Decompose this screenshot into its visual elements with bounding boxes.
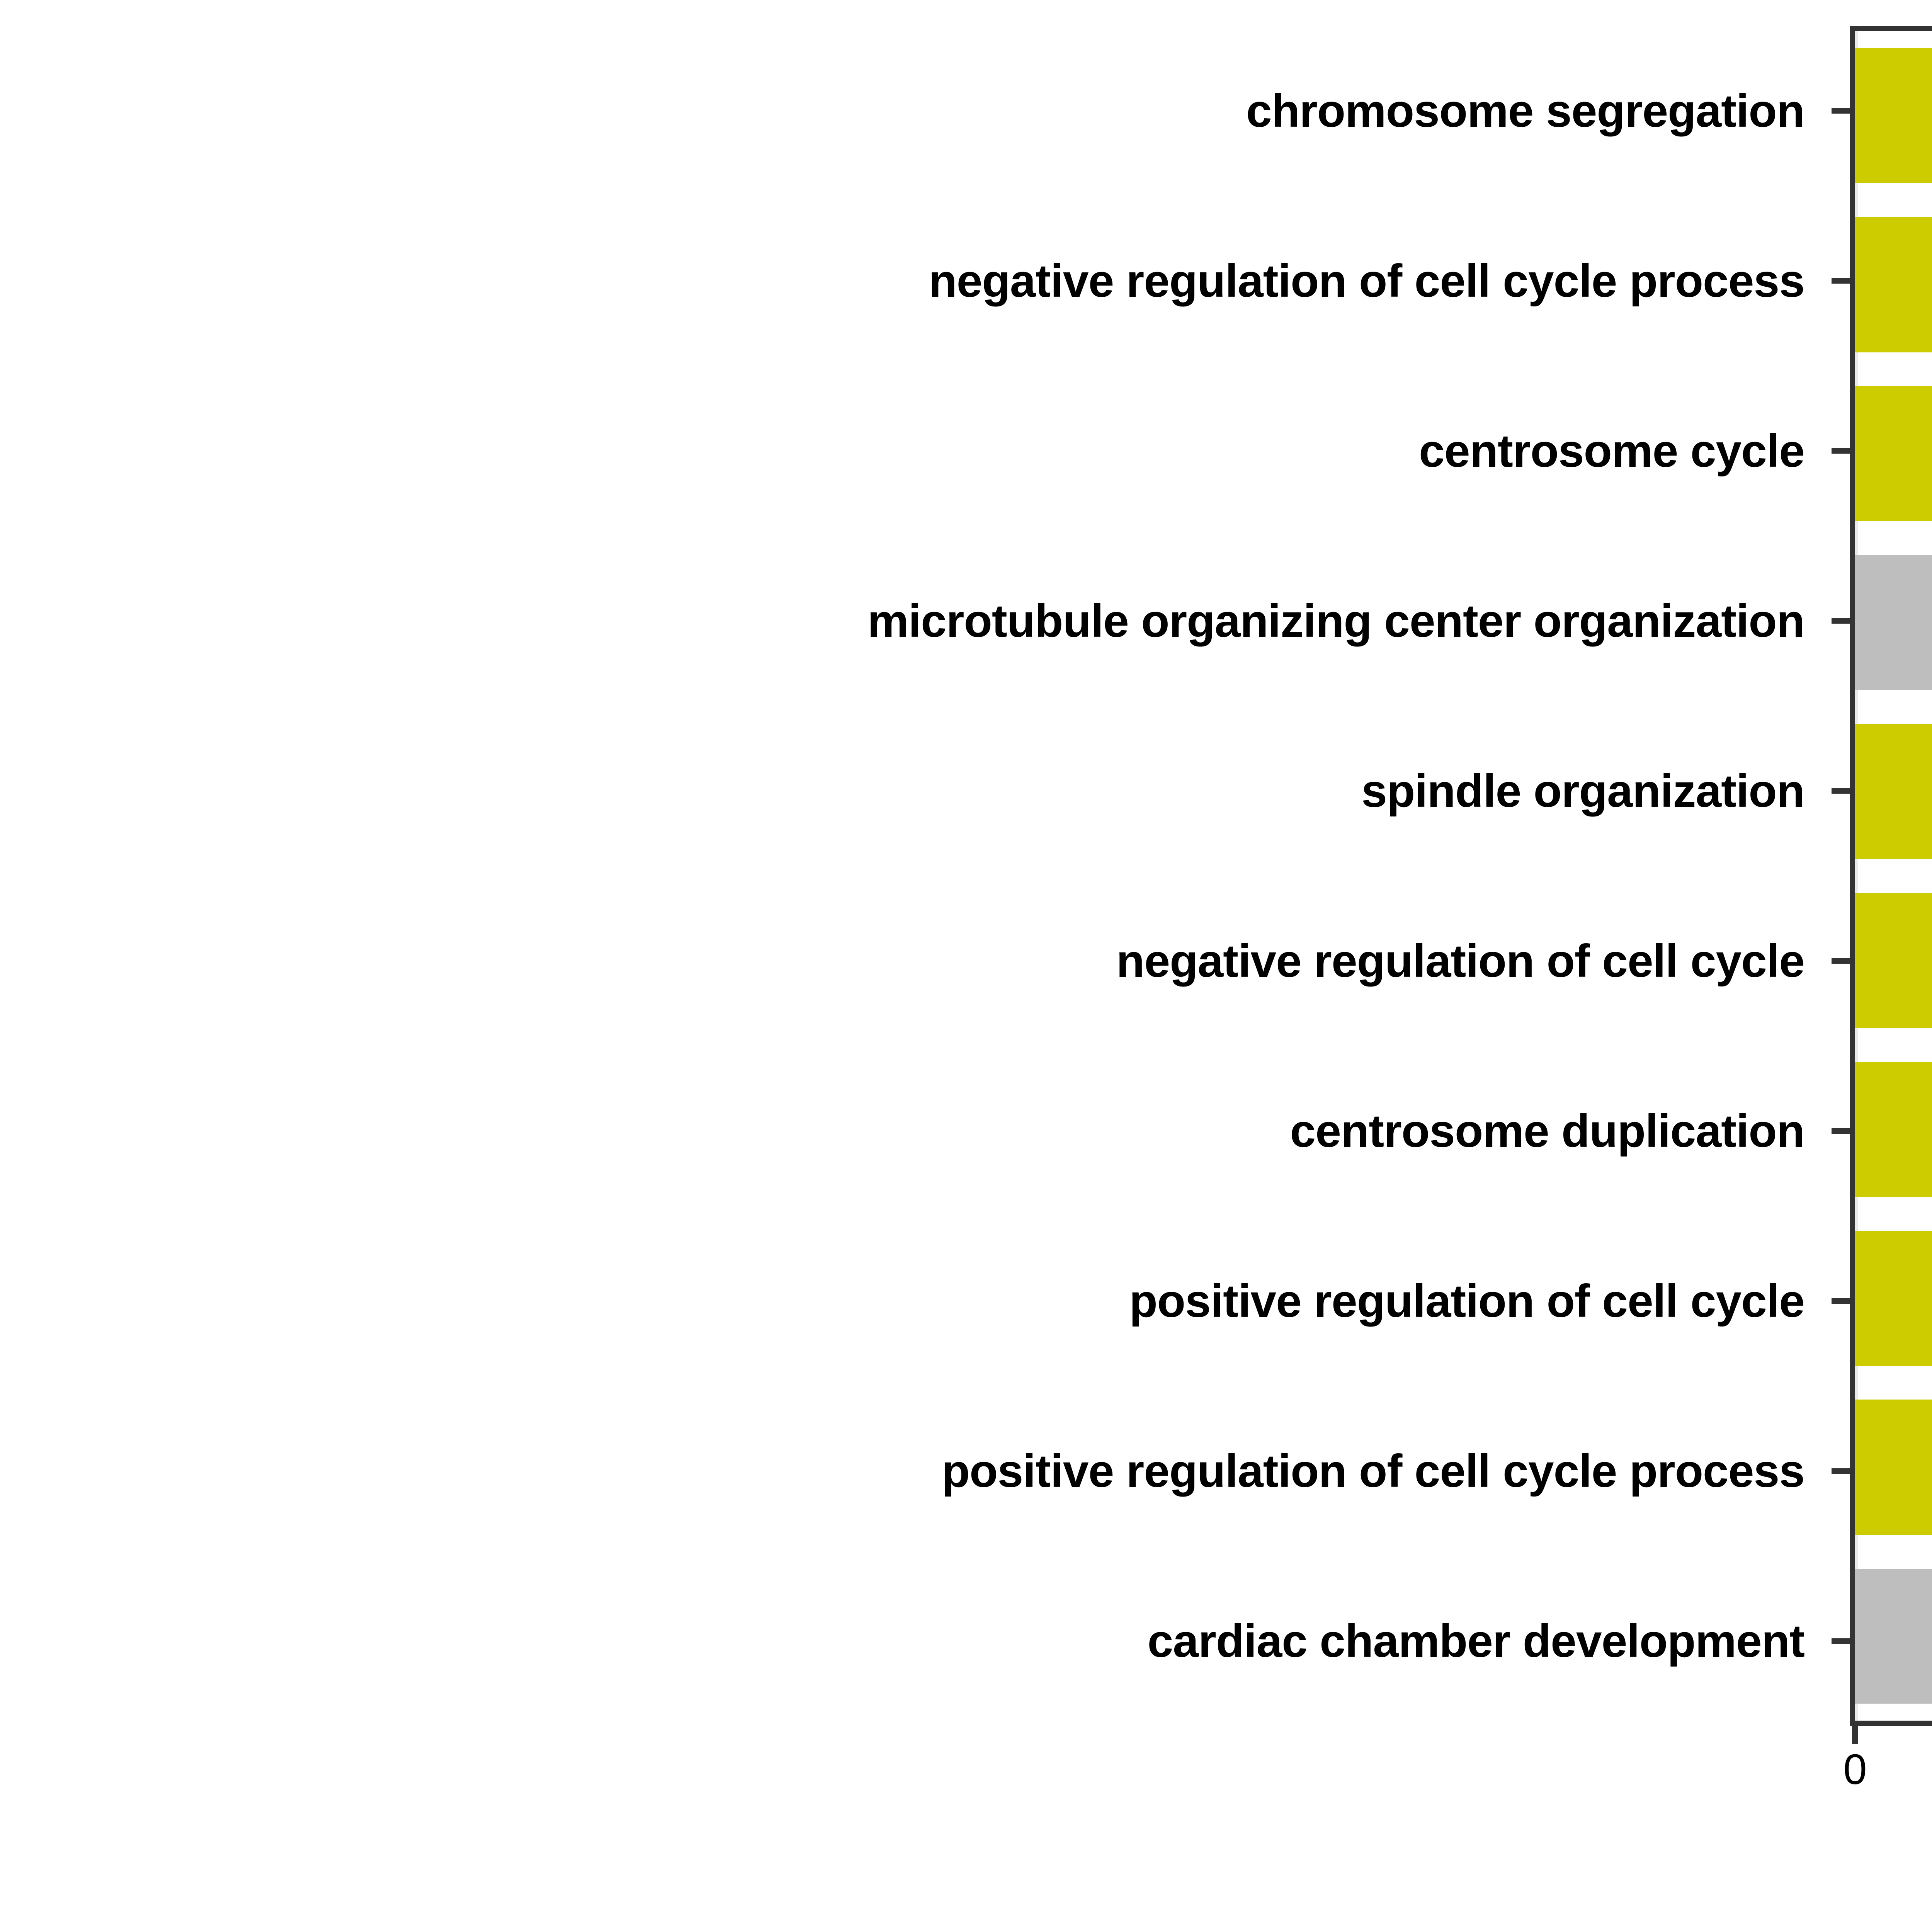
y-axis-tick-label: chromosome segregation: [0, 26, 1816, 196]
bar: [1855, 1061, 1932, 1197]
bar: [1855, 217, 1932, 352]
y-axis-tick-label: positive regulation of cell cycle proces…: [0, 1386, 1816, 1556]
x-axis-tick-marks: [1850, 1726, 1932, 1744]
y-axis-tick-slot: [1832, 706, 1850, 876]
y-axis-tick-mark: [1832, 1468, 1850, 1474]
y-axis-tick-label: centrosome cycle: [0, 366, 1816, 536]
y-axis-tick-label: centrosome duplication: [0, 1046, 1816, 1216]
y-axis-tick-label-text: negative regulation of cell cycle proces…: [929, 255, 1805, 307]
y-axis-tick-slot: [1832, 196, 1850, 366]
y-axis-tick-slot: [1832, 1386, 1850, 1556]
y-axis-tick-slot: [1832, 1216, 1850, 1386]
plot-panel: [1850, 26, 1932, 1726]
y-axis-tick-label-text: microtubule organizing center organizati…: [867, 595, 1805, 647]
x-axis-tick-labels: 01020: [1843, 1748, 1932, 1806]
bar: [1855, 48, 1932, 184]
x-axis-tick-label: 0: [1843, 1746, 1867, 1793]
y-axis-tick-slot: [1832, 536, 1850, 706]
y-axis-tick-mark: [1832, 1638, 1850, 1644]
y-axis-tick-label-text: positive regulation of cell cycle: [1129, 1275, 1805, 1327]
x-axis-tick-mark: [1852, 1726, 1858, 1744]
y-axis-tick-label-text: centrosome duplication: [1290, 1105, 1805, 1157]
y-axis-tick-label-text: chromosome segregation: [1246, 85, 1805, 137]
y-axis-tick-mark: [1832, 1298, 1850, 1304]
bar: [1855, 555, 1932, 690]
y-axis-tick-label: negative regulation of cell cycle proces…: [0, 196, 1816, 366]
y-axis-tick-label: cardiac chamber development: [0, 1556, 1816, 1726]
y-axis-tick-marks: [1832, 26, 1850, 1726]
y-axis-tick-label-text: spindle organization: [1361, 765, 1805, 817]
y-axis-tick-label-text: positive regulation of cell cycle proces…: [941, 1445, 1805, 1497]
y-axis-tick-label-text: cardiac chamber development: [1147, 1615, 1805, 1667]
x-axis-title: Log2 formation about p.adjust: [1850, 1828, 1932, 1891]
y-axis-tick-label-text: centrosome cycle: [1419, 425, 1805, 477]
bar: [1855, 1568, 1932, 1704]
y-axis-tick-label-text: negative regulation of cell cycle: [1116, 935, 1805, 987]
y-axis-tick-slot: [1832, 1556, 1850, 1726]
y-axis-tick-mark: [1832, 108, 1850, 114]
y-axis-tick-label: negative regulation of cell cycle: [0, 876, 1816, 1046]
y-axis-tick-mark: [1832, 448, 1850, 454]
bar: [1855, 724, 1932, 859]
bar: [1855, 386, 1932, 521]
y-axis-tick-slot: [1832, 1046, 1850, 1216]
y-axis-tick-mark: [1832, 278, 1850, 284]
y-axis-tick-slot: [1832, 366, 1850, 536]
y-axis-tick-label: spindle organization: [0, 706, 1816, 876]
y-axis-tick-mark: [1832, 618, 1850, 624]
y-axis-tick-mark: [1832, 1128, 1850, 1134]
vertical-gridline: [1855, 31, 1858, 1721]
y-axis-tick-mark: [1832, 788, 1850, 794]
y-axis-tick-mark: [1832, 958, 1850, 964]
bar: [1855, 893, 1932, 1028]
y-axis-category-labels: chromosome segregation negative regulati…: [0, 26, 1816, 1726]
y-axis-tick-label: microtubule organizing center organizati…: [0, 536, 1816, 706]
y-axis-tick-label: positive regulation of cell cycle: [0, 1216, 1816, 1386]
bar: [1855, 1400, 1932, 1535]
y-axis-tick-slot: [1832, 876, 1850, 1046]
bar: [1855, 1231, 1932, 1366]
y-axis-tick-slot: [1832, 26, 1850, 196]
plot-area: [1855, 31, 1932, 1721]
